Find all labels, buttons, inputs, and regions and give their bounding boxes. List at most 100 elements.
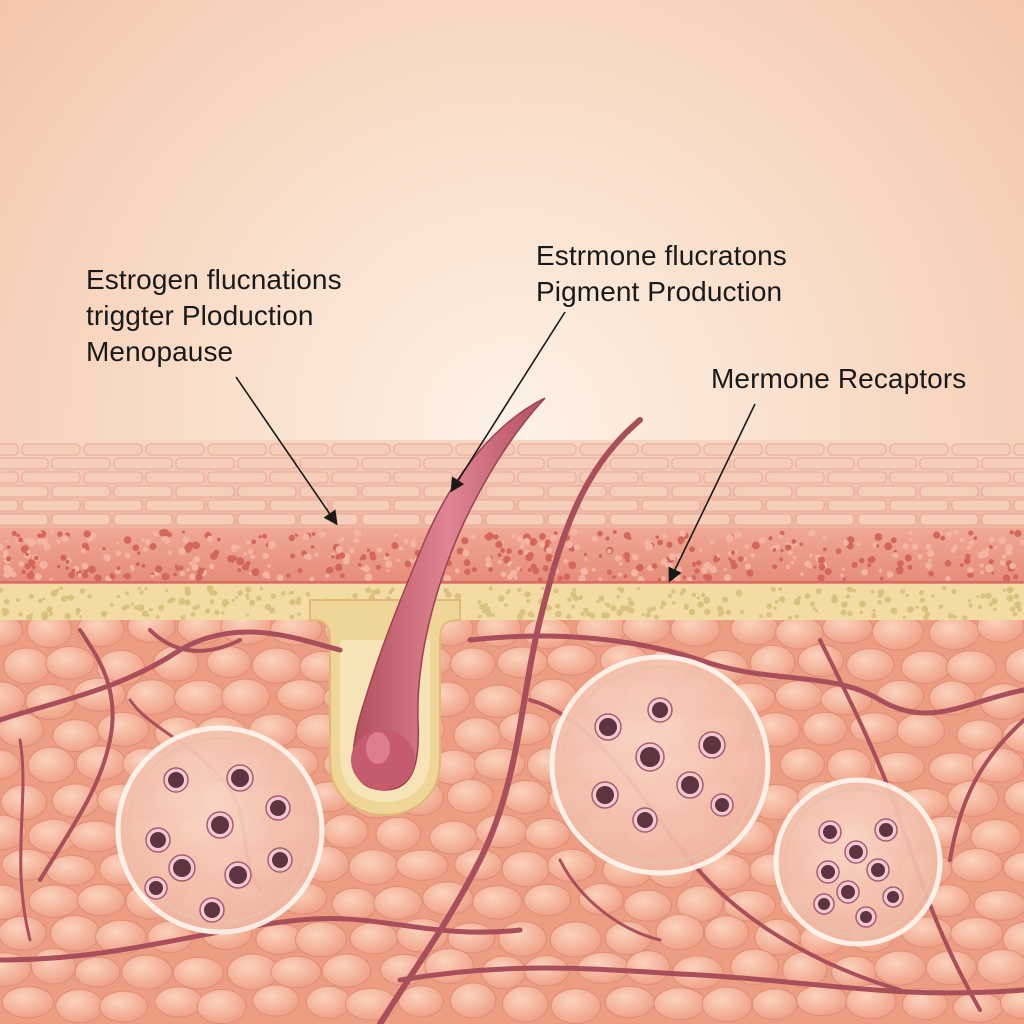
epidermis-granule: [563, 573, 571, 581]
epidermis-granule: [123, 536, 132, 544]
epidermis-granule: [799, 542, 804, 546]
corneum-cell: [299, 513, 359, 526]
dermis-cell: [473, 684, 523, 718]
basement-granule: [793, 598, 801, 606]
epidermis-granule: [123, 573, 128, 579]
epidermis-granule: [60, 554, 67, 561]
epidermis-granule: [56, 564, 61, 569]
basement-granule: [246, 596, 250, 601]
basement-granule: [718, 609, 725, 616]
corneum-cell: [919, 513, 979, 526]
basement-granule: [488, 586, 493, 591]
epidermis-granule: [206, 535, 213, 542]
epidermis-granule: [668, 552, 676, 561]
epidermis-granule: [500, 548, 506, 554]
epidermis-granule: [488, 567, 494, 572]
basement-granule: [722, 596, 729, 603]
basement-granule: [137, 586, 142, 591]
epidermis-granules: [0, 528, 1024, 584]
basement-granule: [683, 605, 689, 611]
epidermis-granule: [163, 536, 171, 545]
arrow-right: [668, 403, 756, 583]
epidermis-granule: [77, 573, 82, 578]
basement-granule: [572, 595, 579, 602]
dermis-cell: [321, 953, 372, 988]
basement-granule: [645, 612, 651, 618]
basement-granule: [976, 595, 980, 599]
epidermis-granule: [181, 530, 185, 534]
epidermis-granule: [700, 566, 709, 574]
melanocyte-nucleus: [211, 816, 229, 834]
dermis-cell: [802, 711, 848, 746]
epidermis-granule: [517, 549, 524, 556]
dermis-cell: [751, 988, 798, 1020]
epidermis-granule: [550, 534, 558, 542]
epidermis-granule: [375, 564, 381, 570]
basement-granule: [1010, 606, 1016, 612]
basement-granule: [87, 594, 92, 599]
corneum-cell: [765, 471, 825, 484]
melanocyte-cluster-right: [773, 777, 943, 947]
basement-granule: [221, 611, 225, 615]
epidermis-granule: [950, 547, 956, 553]
epidermis-granule: [542, 565, 549, 572]
dermis-cell: [50, 915, 101, 952]
basement-granule: [930, 593, 935, 598]
basement-granule: [131, 602, 135, 606]
vessel-branch-2: [148, 628, 242, 653]
corneum-cell: [765, 499, 825, 512]
epidermis-granule: [791, 539, 797, 544]
epidermis-granule: [657, 539, 664, 546]
epidermis-granule: [493, 534, 499, 540]
epidermis-granule: [65, 559, 70, 565]
epidermis-granule: [968, 530, 974, 536]
epidermis-granule: [666, 541, 673, 548]
epidermis-granule: [65, 566, 69, 570]
epidermis-granule: [1014, 529, 1022, 537]
basement-granule: [787, 615, 793, 620]
epidermis-granule: [529, 537, 538, 546]
epidermis-granule: [179, 570, 186, 577]
epidermis-granule: [817, 574, 825, 582]
basement-granule: [626, 606, 633, 613]
corneum-cell: [981, 457, 1024, 470]
basement-granule: [109, 602, 114, 607]
epidermis-granule: [790, 561, 795, 565]
dermis-cell: [873, 751, 925, 784]
epidermis-granule: [651, 563, 658, 569]
dermis-cell: [501, 850, 551, 888]
epidermis-granule: [145, 539, 151, 545]
basement-granule: [815, 609, 819, 613]
epidermis-granule: [342, 557, 350, 565]
dermis-cell: [625, 950, 671, 986]
dermis-cell: [126, 679, 178, 715]
dermis-cell: [453, 717, 502, 754]
epidermis-granule: [359, 557, 363, 561]
epidermis-granule: [696, 560, 702, 566]
basement-granule: [497, 595, 505, 602]
epidermis-granule: [168, 550, 173, 555]
epidermis-granule: [730, 550, 736, 555]
basement-granule: [477, 600, 482, 604]
corneum-cell: [857, 457, 917, 470]
epidermis-granule: [545, 553, 554, 562]
epidermis-granule: [532, 567, 540, 575]
dermis-cell: [395, 849, 449, 881]
epidermis-granule: [245, 540, 251, 545]
basement-granule: [2, 612, 7, 617]
corneum-cell: [919, 485, 979, 498]
epidermis-granule: [875, 544, 880, 548]
corneum-cell: [331, 499, 391, 512]
dermis-cell: [45, 646, 95, 680]
epidermis-granule: [189, 573, 196, 581]
basement-granule: [988, 602, 993, 607]
epidermis-granule: [985, 547, 990, 552]
epidermis-granule: [43, 542, 51, 551]
dermis-cell: [475, 814, 528, 849]
basement-granule: [116, 594, 121, 599]
basement-granule: [991, 598, 998, 605]
epidermis-granule: [645, 542, 653, 551]
epidermis-granule: [963, 557, 971, 565]
corneum-cell: [547, 457, 607, 470]
epidermis-granule: [664, 562, 670, 568]
